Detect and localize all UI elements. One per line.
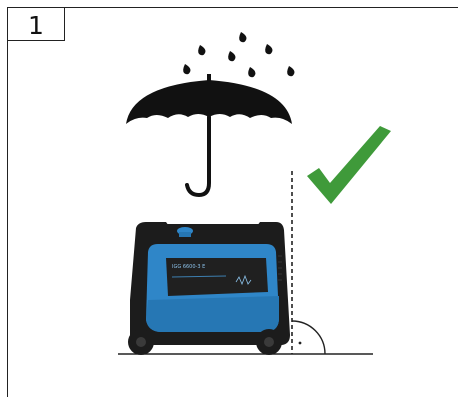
umbrella-icon	[126, 74, 292, 195]
rain-drop	[183, 64, 190, 74]
rain-drops	[183, 32, 294, 77]
angle-dot	[299, 342, 302, 345]
rain-drop	[228, 51, 235, 61]
umbrella-handle	[187, 117, 209, 195]
right-angle-marker	[292, 321, 325, 354]
generator-model-label: IGG 6600-3 E	[172, 264, 205, 270]
fuel-cap-base	[179, 232, 191, 237]
rain-drop	[287, 66, 294, 76]
generator-left-wheel-hub	[136, 337, 146, 347]
generator-top-handle	[150, 224, 270, 233]
rain-drop	[239, 32, 246, 42]
rain-drop	[248, 67, 255, 77]
generator-body-shade	[146, 296, 279, 332]
generator-right-wheel-hub	[264, 337, 274, 347]
generator: IGG 6600-3 E	[128, 222, 290, 355]
checkmark-icon	[307, 126, 391, 204]
rain-drop	[265, 44, 272, 54]
rain-drop	[198, 45, 205, 55]
